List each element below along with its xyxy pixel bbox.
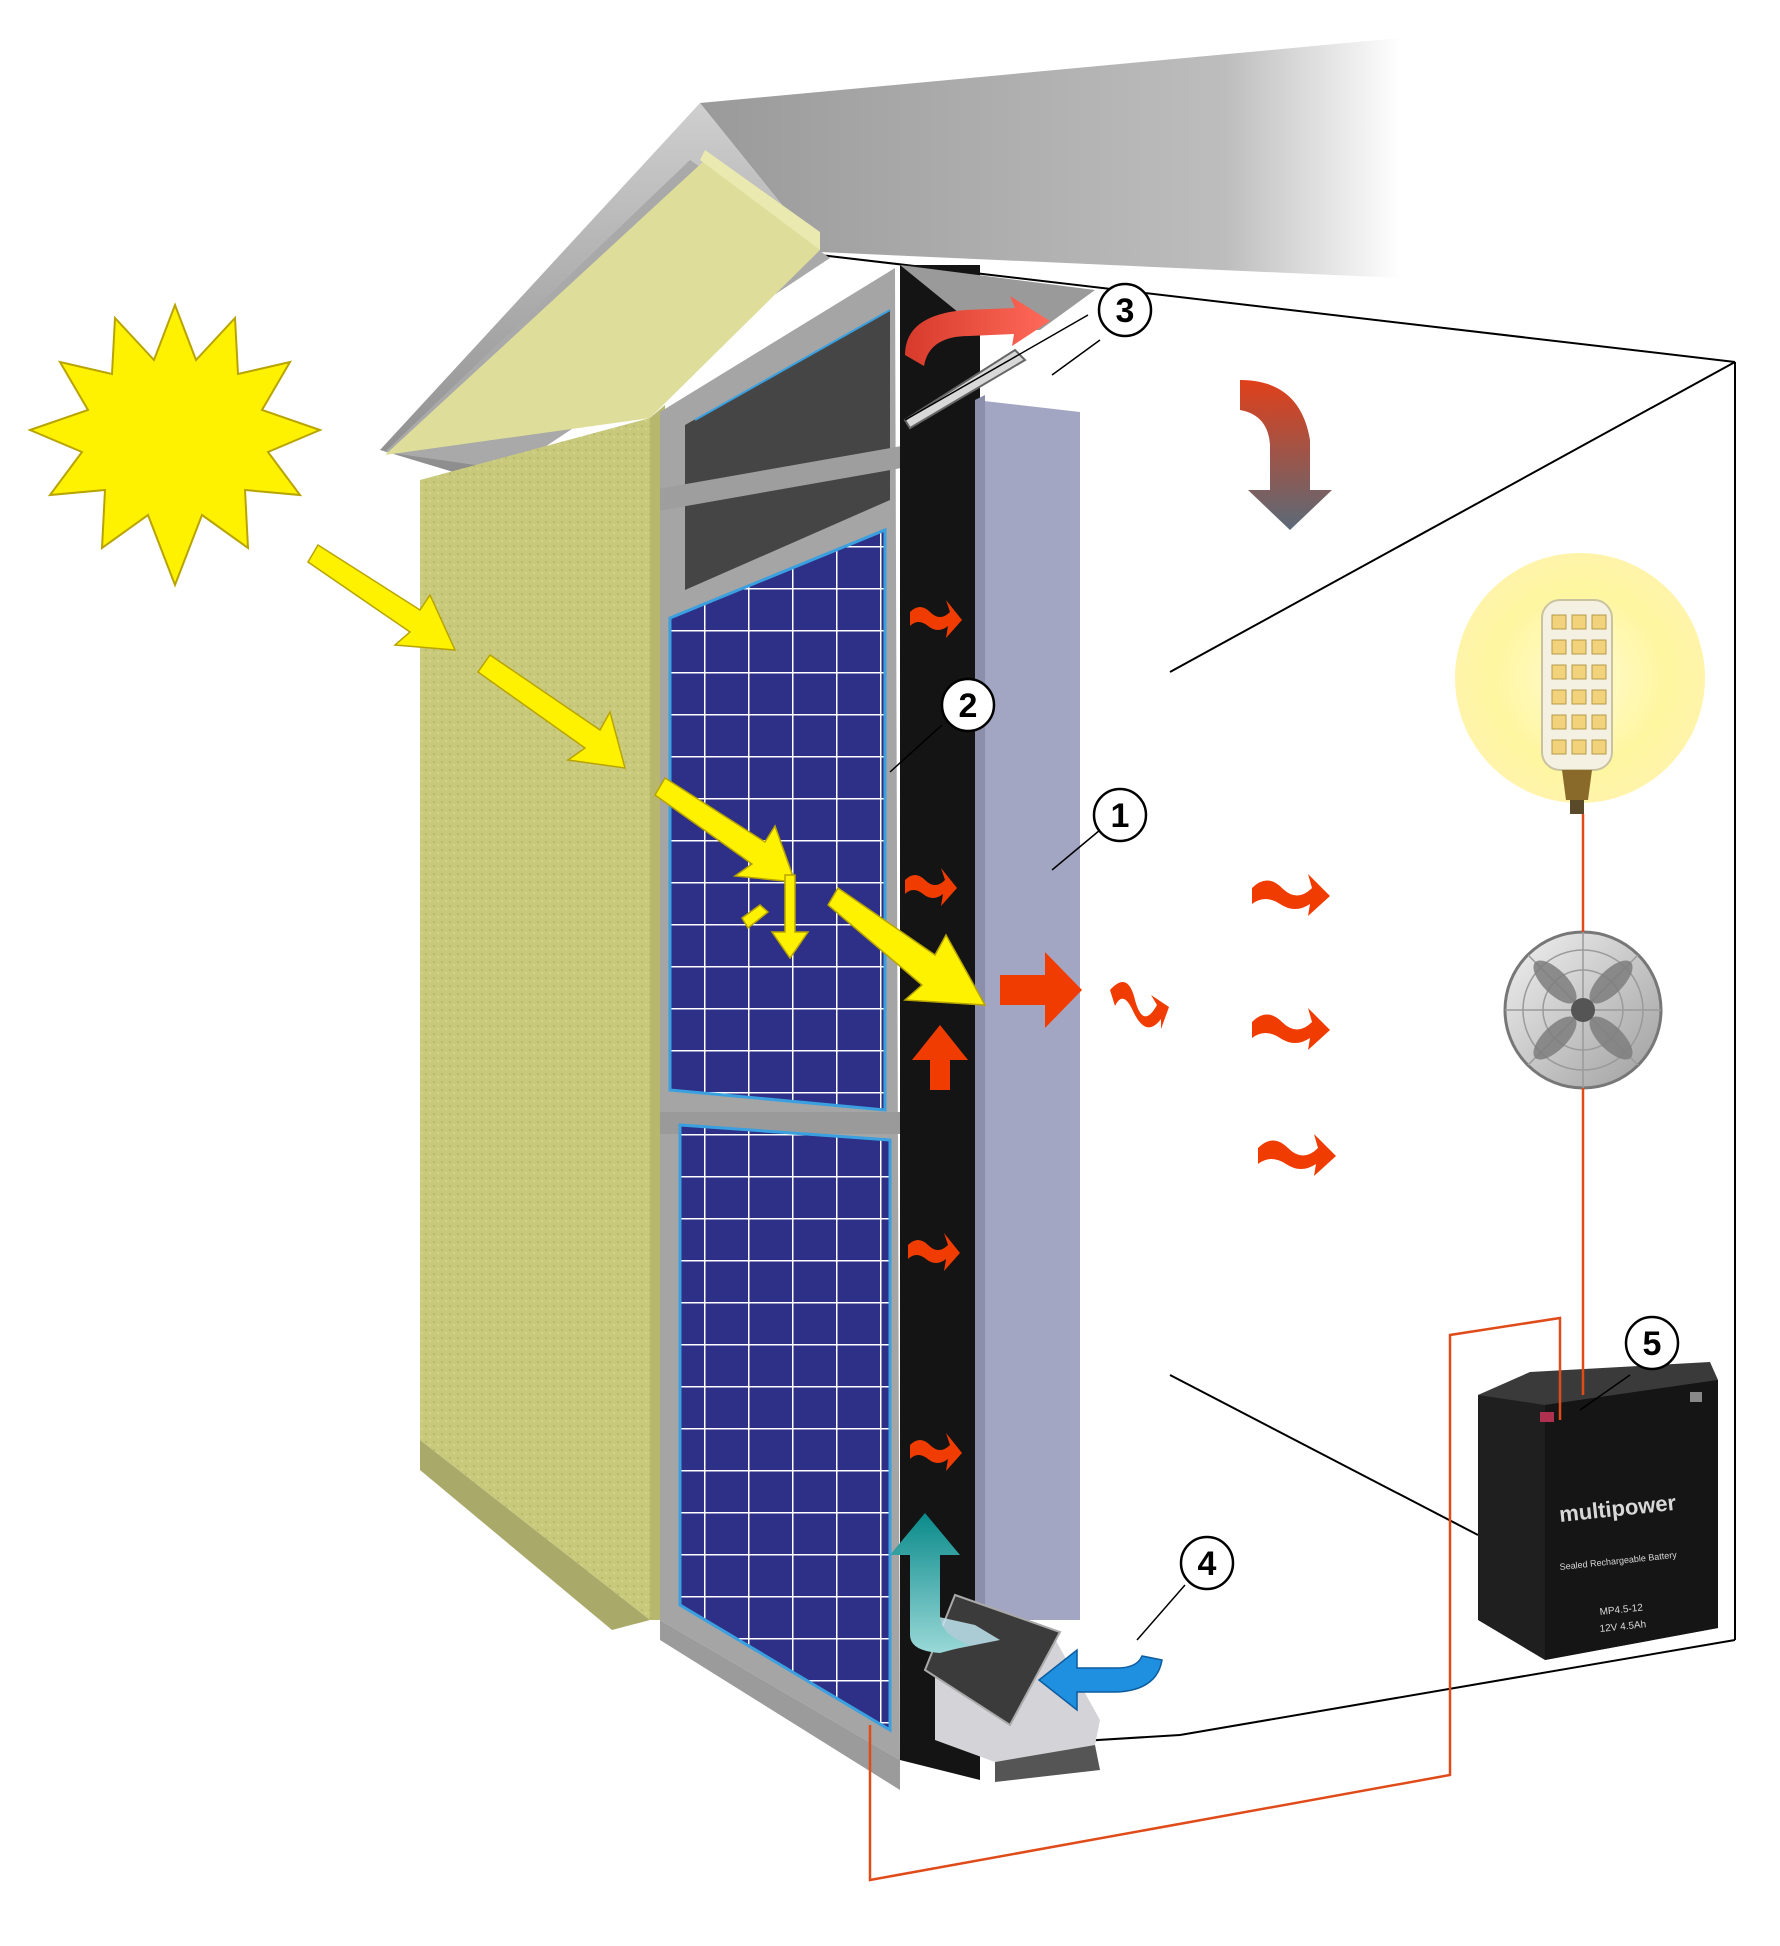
room-air-down-arrow [1240, 380, 1332, 530]
wiring [868, 814, 1585, 1882]
heat-curl-2 [905, 868, 957, 906]
sun-icon [27, 302, 323, 588]
heat-curl-3 [908, 1233, 960, 1271]
bottom-ledge [923, 1593, 1100, 1782]
svg-text:3: 3 [1116, 292, 1135, 330]
warm-air-outlet-arrow [905, 296, 1050, 366]
cold-air-up-arrow [890, 1513, 970, 1653]
window-sill [660, 1620, 900, 1790]
heat-wave-3 [1252, 1008, 1330, 1050]
callout-2: 2 [940, 677, 996, 733]
bulb-icon [1455, 553, 1705, 814]
heat-right-arrow [1000, 952, 1082, 1028]
svg-text:2: 2 [959, 687, 978, 725]
heat-curl-1 [910, 600, 962, 638]
heat-arrows [905, 600, 1336, 1471]
heat-wave-2 [1252, 874, 1330, 916]
callout-5: 5 [1624, 1315, 1680, 1371]
battery-line-2: MP4.5-12 [1599, 1602, 1644, 1618]
callout-leaders [889, 314, 1631, 1641]
pv-panel-lower [678, 1123, 892, 1733]
callout-4: 4 [1179, 1535, 1235, 1591]
svg-text:5: 5 [1643, 1325, 1662, 1363]
top-outlet-flap [903, 348, 1027, 430]
svg-text:4: 4 [1198, 1545, 1217, 1583]
cavity-top [900, 265, 1095, 330]
air-gap-cavity [900, 265, 980, 1780]
cold-air-inlet-arrow [1037, 1648, 1163, 1712]
heat-up-arrow [912, 1025, 968, 1090]
battery-line-3: 12V 4.5Ah [1599, 1619, 1647, 1635]
sun-rays [306, 543, 987, 1006]
battery-icon: multipower Sealed Rechargeable Battery M… [1478, 1362, 1718, 1660]
pv-panel-upper [668, 527, 887, 1112]
svg-text:1: 1 [1111, 797, 1130, 835]
insulation-wall [385, 150, 820, 1630]
heat-curl-4 [910, 1433, 962, 1471]
callout-3: 3 [1097, 282, 1153, 338]
callout-1: 1 [1092, 787, 1148, 843]
fan-icon [1503, 930, 1663, 1090]
heat-wave-1 [1110, 982, 1169, 1029]
heat-wave-4 [1258, 1134, 1336, 1176]
